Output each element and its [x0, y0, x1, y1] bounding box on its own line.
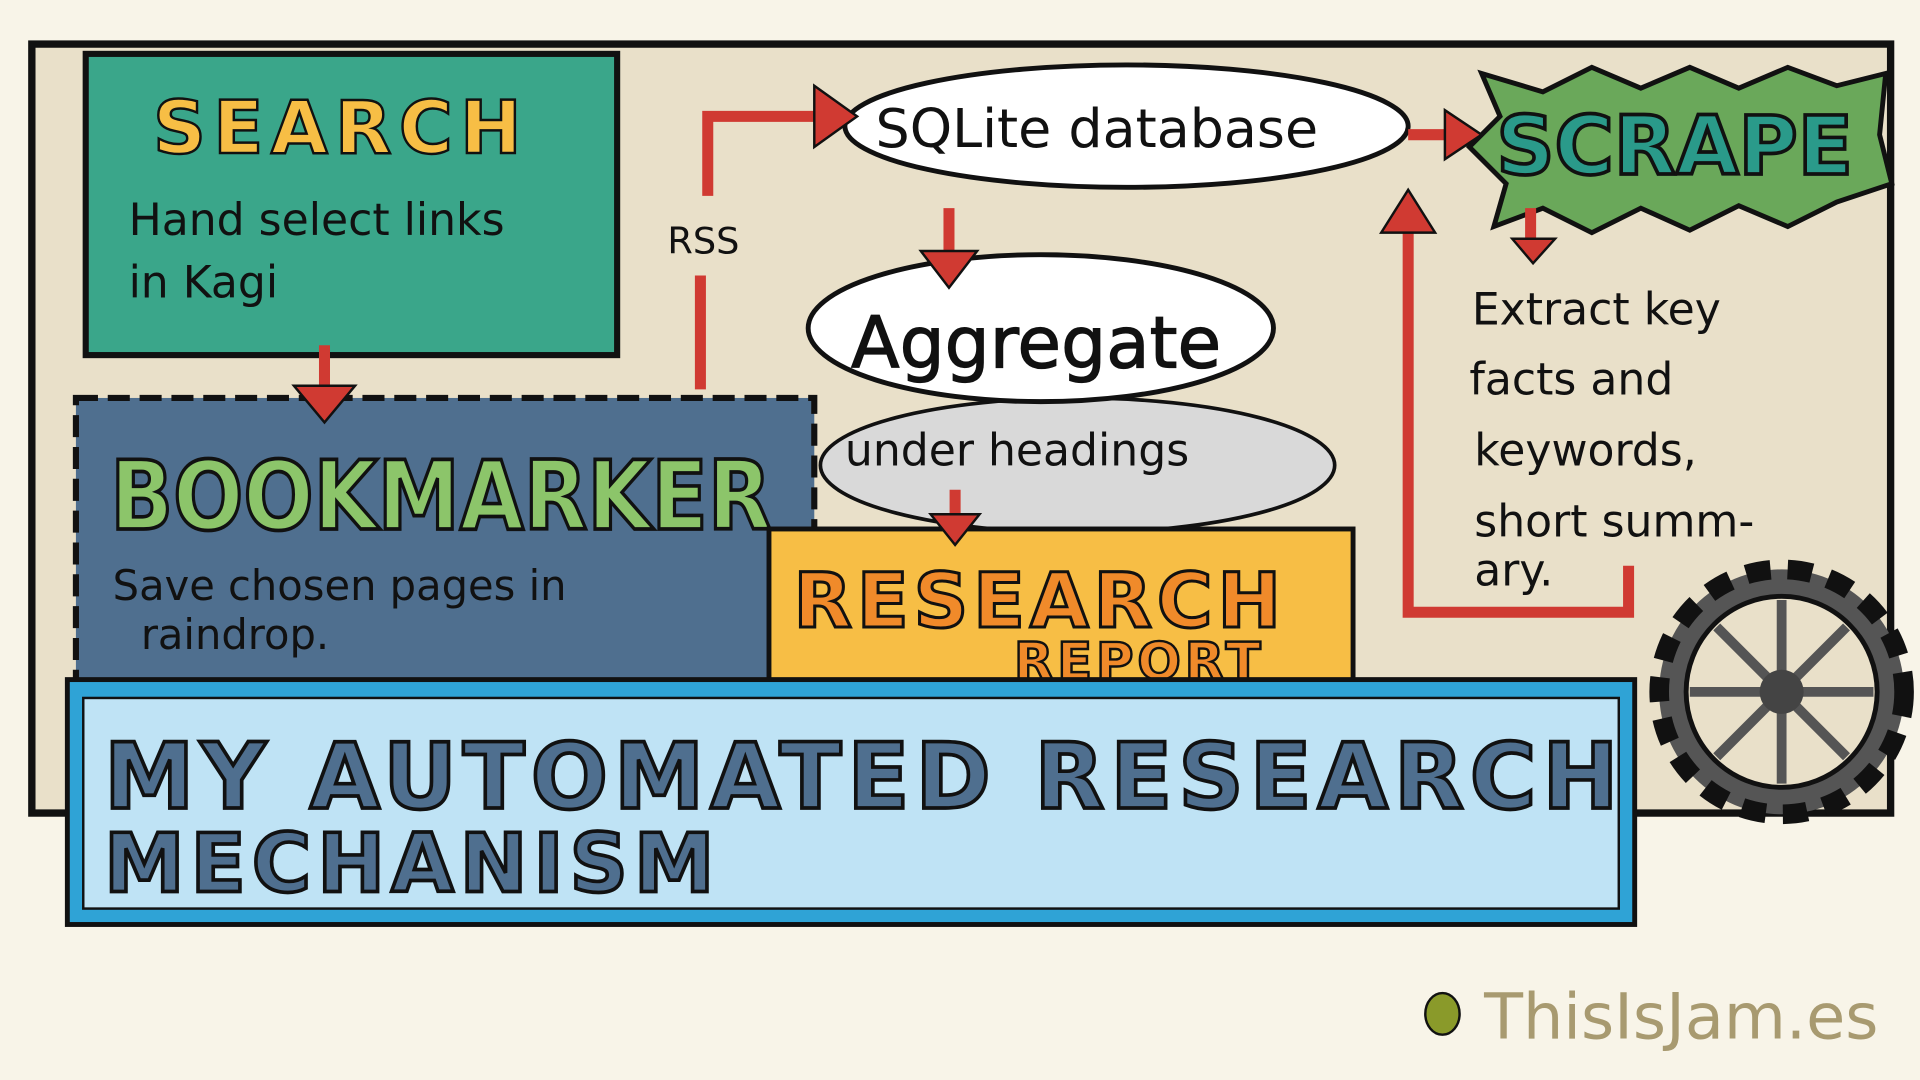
scrape-burst: SCRAPE Extract key facts and keywords, s…: [1465, 64, 1895, 596]
sqlite-cloud: SQLite database: [842, 62, 1411, 190]
search-text-line1: Hand select links: [129, 195, 505, 246]
search-box: SEARCH Hand select links in Kagi: [82, 50, 621, 359]
scrape-line-3: keywords,: [1474, 425, 1696, 476]
title-line1: MY AUTOMATED RESEARCH: [104, 725, 1624, 830]
scrape-heading: SCRAPE: [1496, 100, 1853, 194]
bookmarker-box: BOOKMARKER Save chosen pages in raindrop…: [72, 394, 818, 686]
search-heading: SEARCH: [153, 86, 529, 171]
research-report-box: RESEARCH REPORT: [766, 526, 1356, 694]
title-line2: MECHANISM: [104, 817, 720, 911]
title-banner: MY AUTOMATED RESEARCH MECHANISM: [64, 677, 1638, 927]
scrape-line-2: facts and: [1469, 354, 1673, 405]
aggregate-cloud: Aggregate under headings: [805, 252, 1337, 535]
bookmarker-text-line2: raindrop.: [141, 610, 329, 659]
search-text-line2: in Kagi: [129, 258, 279, 309]
aggregate-subtext: under headings: [845, 425, 1189, 476]
thisisjam-logo: ThisIsJam.es: [1424, 980, 1878, 1054]
aggregate-heading: Aggregate: [851, 301, 1221, 384]
gear-icon: [1649, 559, 1914, 825]
arrow-heads: [291, 83, 1558, 547]
arrow-rss-to-sqlite: [694, 110, 821, 390]
sqlite-label: SQLite database: [876, 97, 1319, 160]
arrow-extract-to-sqlite: [1402, 220, 1635, 618]
rss-label: RSS: [667, 219, 739, 262]
bookmarker-heading: BOOKMARKER: [110, 440, 771, 552]
scrape-line-1: Extract key: [1472, 284, 1721, 335]
bookmarker-text-line1: Save chosen pages in: [113, 561, 567, 610]
logo-text: ThisIsJam.es: [1483, 980, 1878, 1054]
flow-arrows: [318, 110, 1635, 618]
scrape-line-5: ary.: [1474, 545, 1553, 596]
beetle-icon: [1424, 991, 1461, 1036]
report-line1: RESEARCH: [793, 557, 1285, 645]
scrape-line-4: short summ-: [1474, 496, 1754, 547]
